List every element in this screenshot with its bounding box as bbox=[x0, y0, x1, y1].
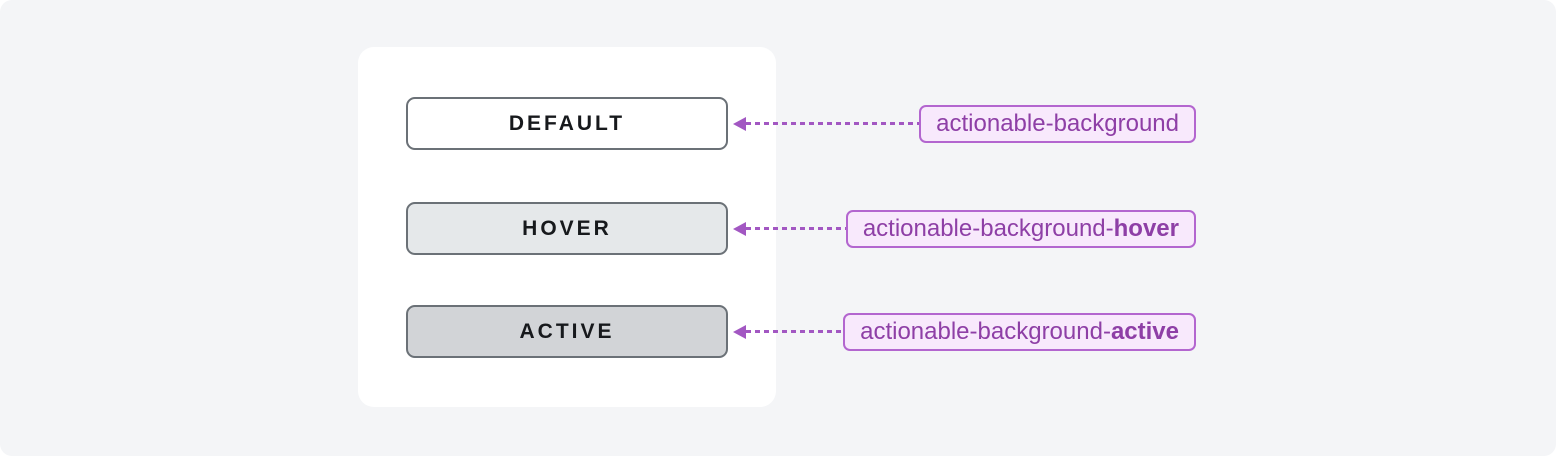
annotation-row-active: actionable-background-active bbox=[733, 305, 1196, 358]
state-button-default[interactable]: DEFAULT bbox=[406, 97, 728, 150]
annotation-row-default: actionable-background bbox=[733, 97, 1196, 150]
arrow-left-icon bbox=[733, 221, 746, 236]
token-badge: actionable-background-active bbox=[843, 312, 1196, 351]
state-button-hover[interactable]: HOVER bbox=[406, 202, 728, 255]
token-name: actionable-background- bbox=[860, 317, 1111, 345]
annotation-row-hover: actionable-background-hover bbox=[733, 202, 1196, 255]
token-state-suffix: active bbox=[1110, 317, 1179, 345]
state-button-label: DEFAULT bbox=[508, 111, 626, 135]
token-name: actionable-background- bbox=[862, 214, 1114, 242]
token-badge: actionable-background bbox=[919, 104, 1196, 143]
state-button-label: ACTIVE bbox=[519, 319, 615, 343]
arrow-left-icon bbox=[733, 116, 746, 131]
token-state-suffix: hover bbox=[1113, 214, 1179, 242]
dashed-connector-line bbox=[746, 330, 844, 333]
token-badge: actionable-background-hover bbox=[845, 209, 1196, 248]
dashed-connector-line bbox=[746, 122, 920, 125]
token-name: actionable-background bbox=[936, 109, 1179, 137]
arrow-left-icon bbox=[733, 324, 746, 339]
state-button-label: HOVER bbox=[522, 216, 612, 240]
state-button-active[interactable]: ACTIVE bbox=[406, 305, 728, 358]
dashed-connector-line bbox=[746, 227, 846, 230]
